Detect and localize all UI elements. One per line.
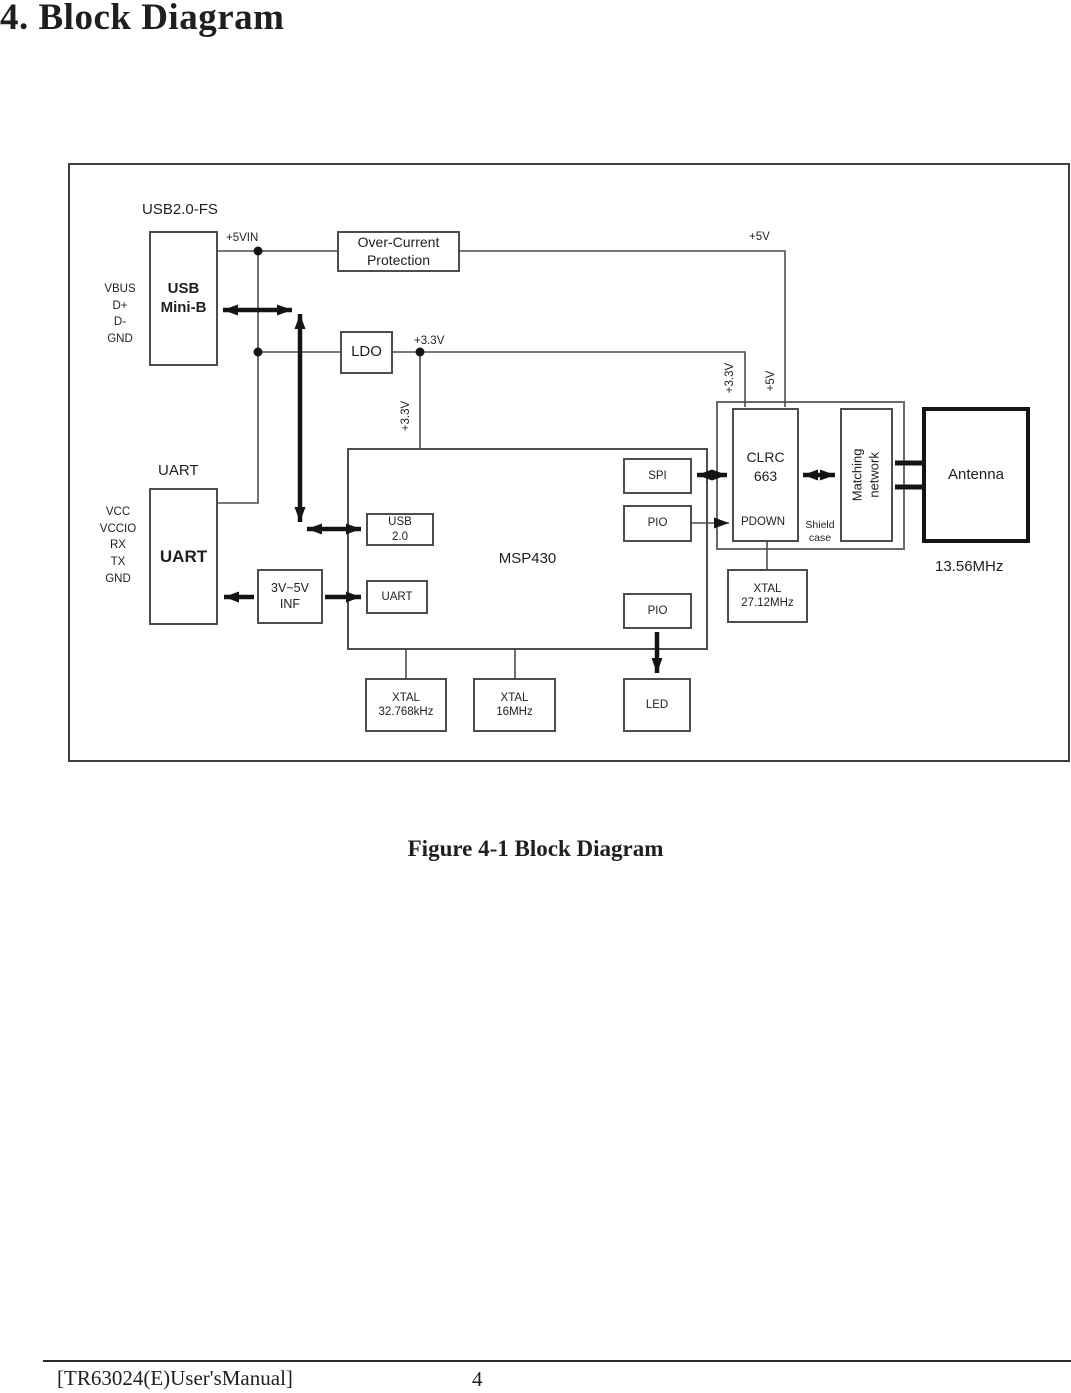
page-title: 4. Block Diagram — [0, 0, 285, 38]
usb-standard-label: USB2.0-FS — [142, 201, 218, 218]
msp430-label: MSP430 — [498, 550, 557, 567]
led-block: LED — [623, 678, 691, 732]
xtal-32768-block: XTAL 32.768kHz — [365, 678, 447, 732]
footer-manual-name: [TR63024(E)User'sManual] — [57, 1366, 293, 1390]
level-shifter-block: 3V~5V INF — [257, 569, 323, 624]
antenna-block: Antenna — [922, 407, 1030, 543]
matching-network-block: Matching network — [840, 408, 893, 542]
clrc663-label: CLRC 663 — [746, 449, 785, 484]
xtal-16mhz-block: XTAL 16MHz — [473, 678, 556, 732]
figure-caption: Figure 4-1 Block Diagram — [407, 836, 664, 861]
pio-lower-subblock: PIO — [623, 593, 692, 629]
plus5v-clrc-vertical-label: +5V — [765, 370, 777, 392]
matching-network-label: Matching network — [849, 448, 882, 502]
uart-connector-label: UART — [158, 462, 199, 479]
usb-mini-b-block: USB Mini-B — [149, 231, 218, 366]
plus5vin-label: +5VIN — [226, 232, 259, 244]
clrc663-block: CLRC 663 PDOWN — [732, 408, 799, 542]
plus33v-ldo-label: +3.3V — [414, 335, 445, 347]
pio-upper-subblock: PIO — [623, 505, 692, 542]
uart-internal-subblock: UART — [366, 580, 428, 614]
xtal-2712mhz-block: XTAL 27.12MHz — [727, 569, 808, 623]
uart-pin-labels: VCC VCCIO RX TX GND — [99, 506, 137, 585]
usb-pin-labels: VBUS D+ D- GND — [104, 283, 136, 346]
pdown-label: PDOWN — [741, 515, 786, 528]
plus33v-msp-vertical-label: +3.3V — [400, 400, 412, 432]
over-current-protection-block: Over-Current Protection — [337, 231, 460, 272]
frequency-label: 13.56MHz — [935, 558, 1004, 575]
shield-case-label: Shield case — [805, 519, 835, 544]
usb20-subblock: USB 2.0 — [366, 513, 434, 546]
uart-external-block: UART — [149, 488, 218, 625]
plus5v-top-label: +5V — [749, 231, 770, 243]
spi-subblock: SPI — [623, 458, 692, 494]
plus33v-clrc-vertical-label: +3.3V — [724, 362, 736, 394]
footer-page-number: 4 — [472, 1367, 483, 1391]
footer-rule — [43, 1360, 1071, 1362]
ldo-block: LDO — [340, 331, 393, 374]
